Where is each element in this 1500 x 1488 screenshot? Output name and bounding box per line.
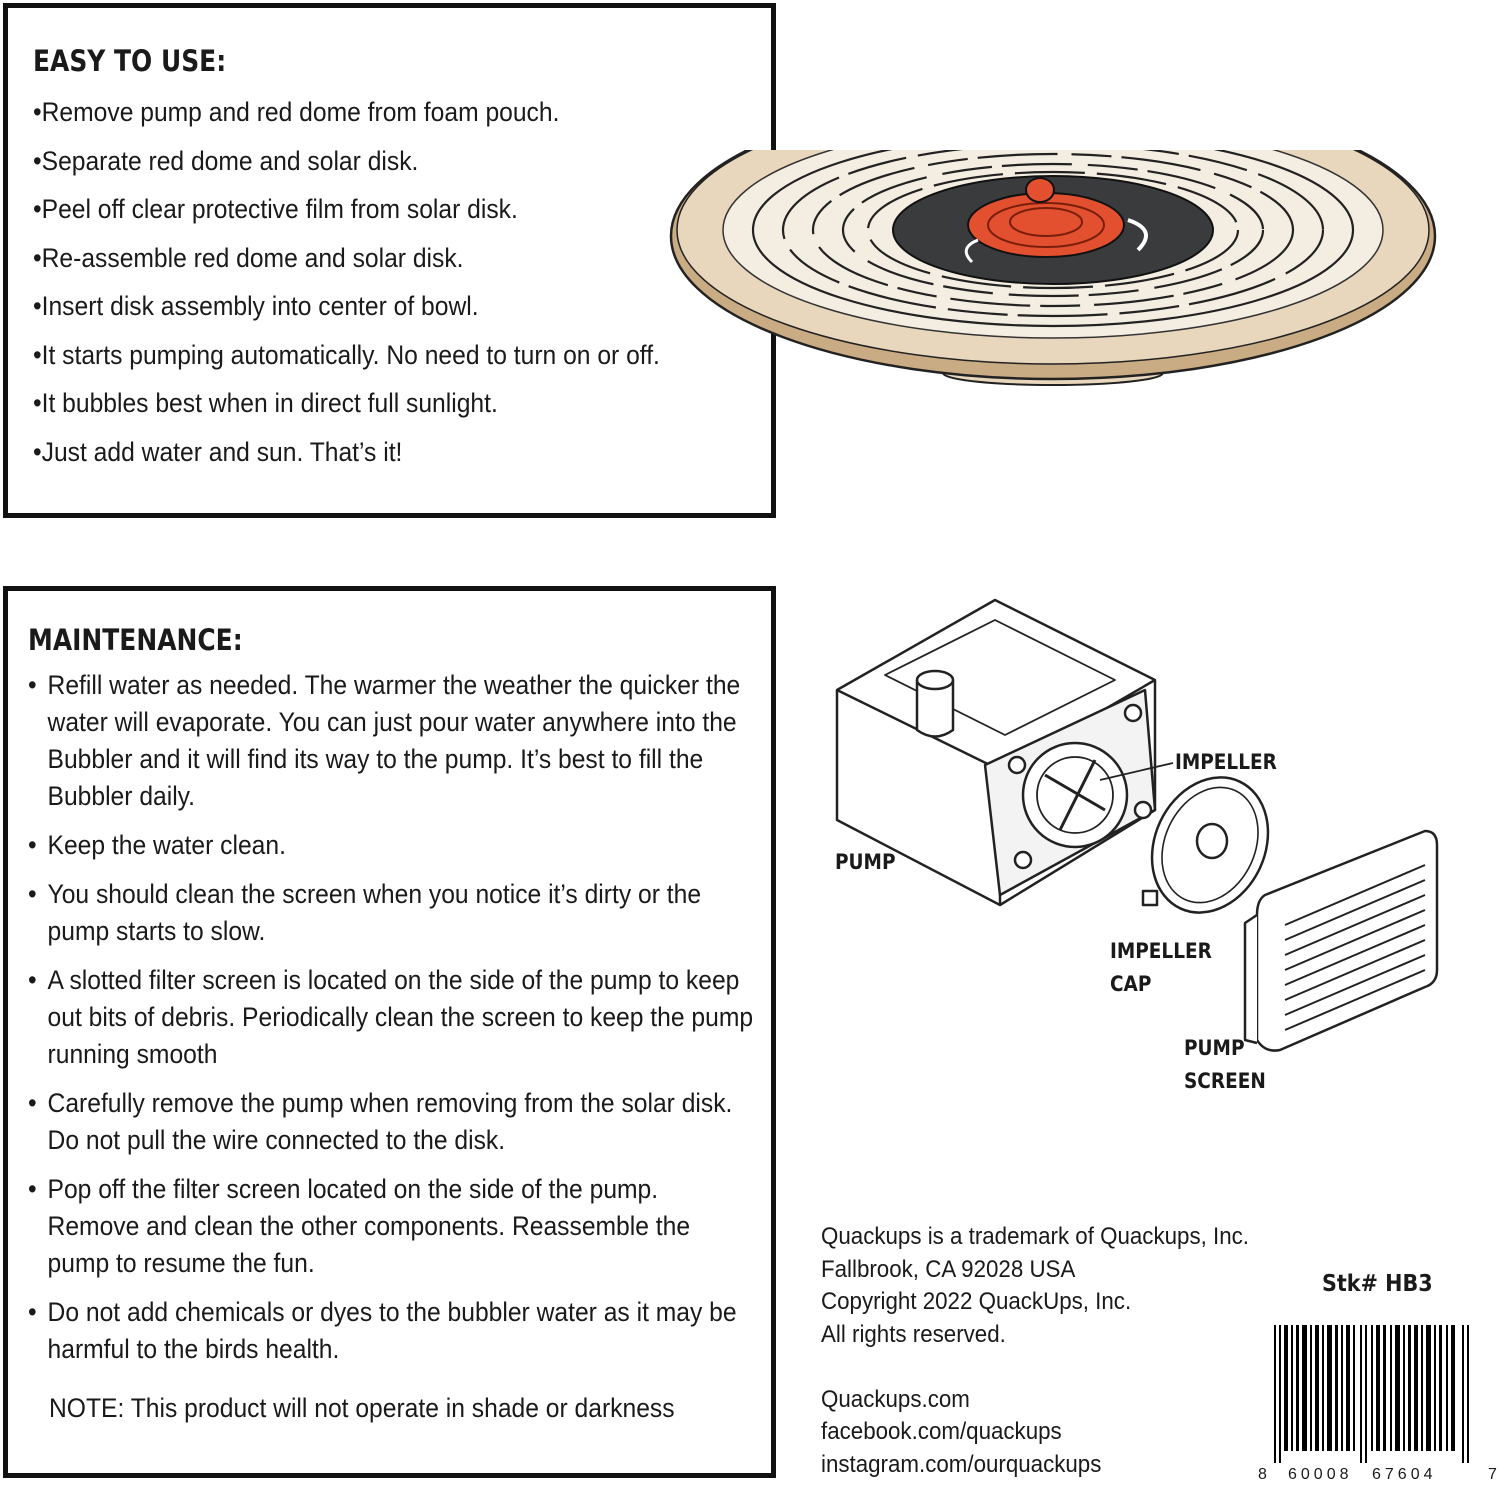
website-link: Quackups.com — [821, 1386, 970, 1413]
company-line: Copyright 2022 QuackUps, Inc. — [821, 1288, 1132, 1315]
impeller-label: IMPELLER — [1175, 750, 1277, 774]
list-item-text: A slotted filter screen is located on th… — [47, 965, 754, 1069]
list-item: • You should clean the screen when you no… — [28, 876, 754, 950]
easy-to-use-list: •Remove pump and red dome from foam pouc… — [33, 88, 771, 476]
company-line: All rights reserved. — [821, 1321, 1006, 1348]
barcode-image — [1274, 1325, 1469, 1463]
maintenance-list: • Refill water as needed. The warmer the … — [28, 667, 771, 1368]
bullet: • — [28, 670, 37, 700]
bird-bath-bowl-illustration — [669, 150, 1437, 386]
maintenance-panel: MAINTENANCE: • Refill water as needed. Th… — [3, 586, 776, 1478]
list-item: • Refill water as needed. The warmer the … — [28, 667, 754, 815]
maintenance-heading: MAINTENANCE: — [28, 623, 243, 657]
list-item: • Keep the water clean. — [28, 827, 754, 864]
maintenance-note: NOTE: This product will not operate in s… — [49, 1393, 675, 1423]
bullet: • — [28, 830, 37, 860]
list-item: • A slotted filter screen is located on t… — [28, 962, 754, 1073]
facebook-link: facebook.com/quackups — [821, 1418, 1062, 1445]
list-item: •It starts pumping automatically. No nee… — [33, 339, 660, 370]
pump-label: PUMP — [835, 850, 896, 874]
impeller-cap-label-line2: CAP — [1110, 972, 1152, 996]
company-line: Quackups is a trademark of Quackups, Inc… — [821, 1223, 1250, 1250]
bullet: • — [28, 965, 37, 995]
list-item: •Re-assemble red dome and solar disk. — [33, 242, 464, 273]
barcode-digit-last: 7 — [1488, 1466, 1497, 1483]
barcode-digits-left: 60008 — [1288, 1466, 1353, 1483]
easy-to-use-heading: EASY TO USE: — [33, 44, 227, 78]
list-item-text: Keep the water clean. — [47, 830, 286, 860]
bullet: • — [28, 1174, 37, 1204]
list-item-text: Refill water as needed. The warmer the w… — [47, 670, 741, 811]
list-item: •It bubbles best when in direct full sun… — [33, 388, 498, 418]
list-item-text: You should clean the screen when you not… — [47, 879, 702, 946]
pump-screen-label-line2: SCREEN — [1184, 1069, 1266, 1093]
list-item-text: Carefully remove the pump when removing … — [47, 1088, 733, 1155]
pump-screen-label-line1: PUMP — [1184, 1036, 1245, 1060]
pump-exploded-diagram — [835, 598, 1439, 1052]
stock-number: Stk# HB3 — [1322, 1271, 1433, 1297]
list-item: •Insert disk assembly into center of bow… — [33, 291, 479, 321]
list-item: •Just add water and sun. That’s it! — [33, 436, 403, 467]
list-item: • Do not add chemicals or dyes to the bub… — [28, 1294, 754, 1368]
barcode-digit-first: 8 — [1258, 1466, 1267, 1483]
company-line: Fallbrook, CA 92028 USA — [821, 1256, 1076, 1283]
list-item: •Remove pump and red dome from foam pouc… — [33, 97, 560, 127]
impeller-cap-label-line1: IMPELLER — [1110, 939, 1212, 963]
easy-to-use-panel: EASY TO USE: •Remove pump and red dome f… — [3, 3, 776, 518]
bullet: • — [28, 1088, 37, 1118]
barcode-digits-right: 67604 — [1372, 1466, 1437, 1483]
list-item-text: Do not add chemicals or dyes to the bubb… — [47, 1297, 737, 1364]
list-item-text: Pop off the filter screen located on the… — [47, 1174, 691, 1278]
bullet: • — [28, 879, 37, 909]
bullet: • — [28, 1297, 37, 1327]
instagram-link: instagram.com/ourquackups — [821, 1451, 1102, 1478]
list-item: • Pop off the filter screen located on th… — [28, 1171, 754, 1282]
list-item: •Peel off clear protective film from sol… — [33, 194, 518, 224]
list-item: •Separate red dome and solar disk. — [33, 145, 419, 176]
list-item: • Carefully remove the pump when removing… — [28, 1085, 754, 1159]
